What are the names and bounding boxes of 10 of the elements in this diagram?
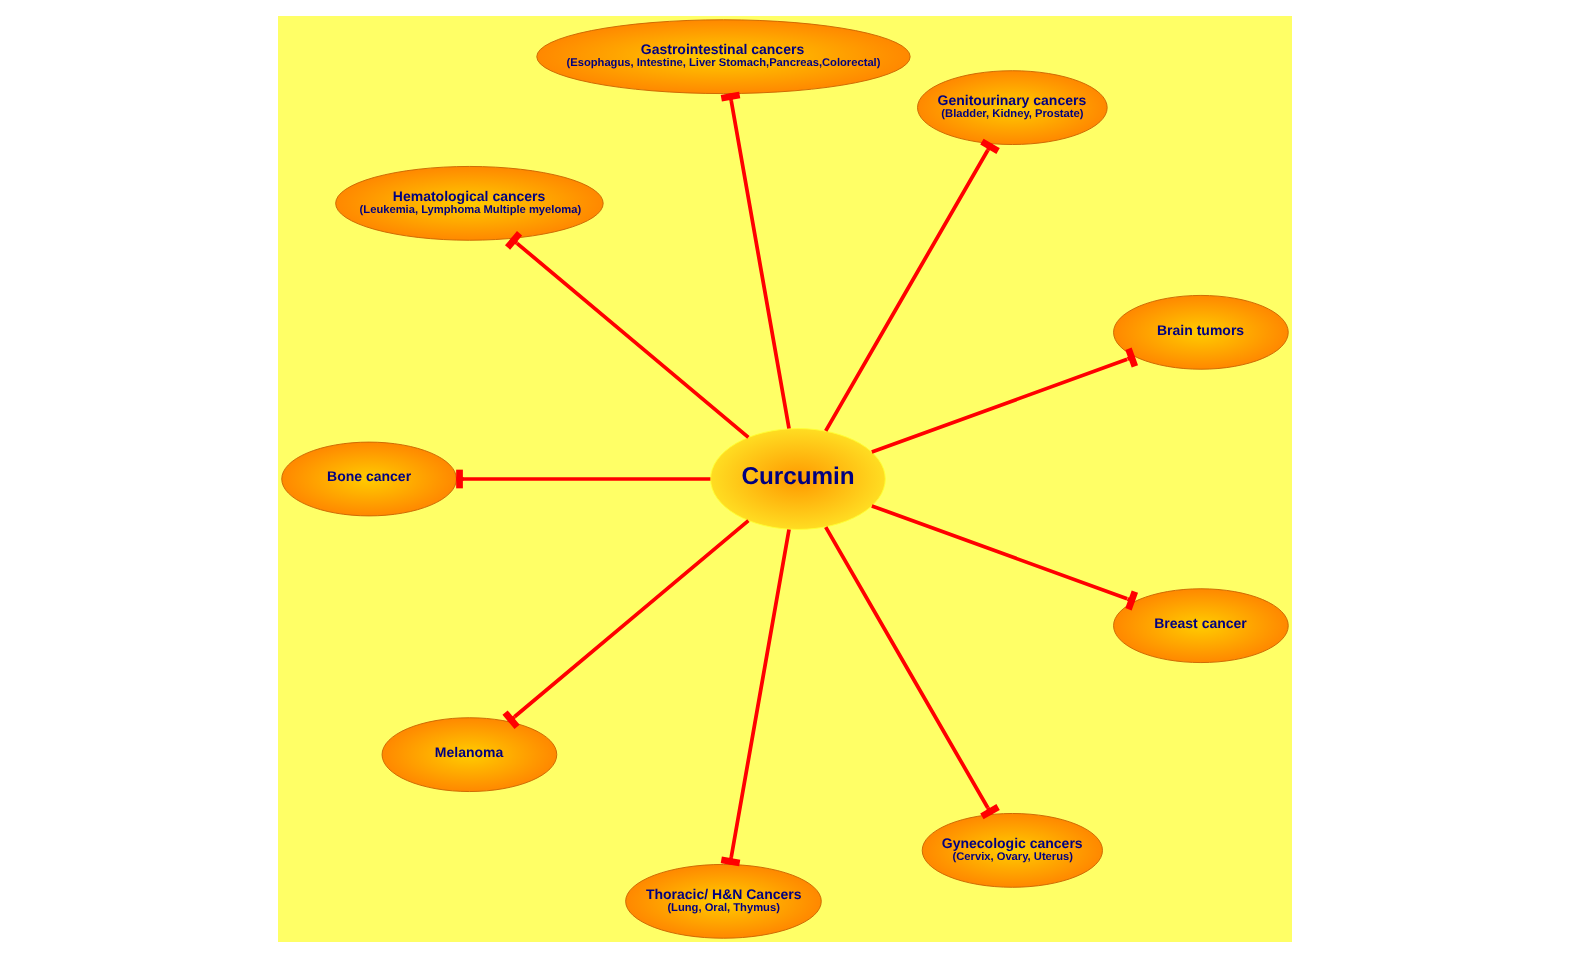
connector bbox=[871, 504, 1139, 611]
node-ellipse: Curcumin bbox=[710, 428, 886, 530]
connector bbox=[720, 91, 791, 429]
connector bbox=[504, 231, 750, 439]
connector bbox=[720, 529, 791, 867]
connector bbox=[502, 519, 750, 730]
connector bbox=[824, 138, 1000, 432]
connector bbox=[871, 347, 1139, 454]
connector bbox=[824, 526, 1000, 820]
connector bbox=[456, 469, 711, 489]
